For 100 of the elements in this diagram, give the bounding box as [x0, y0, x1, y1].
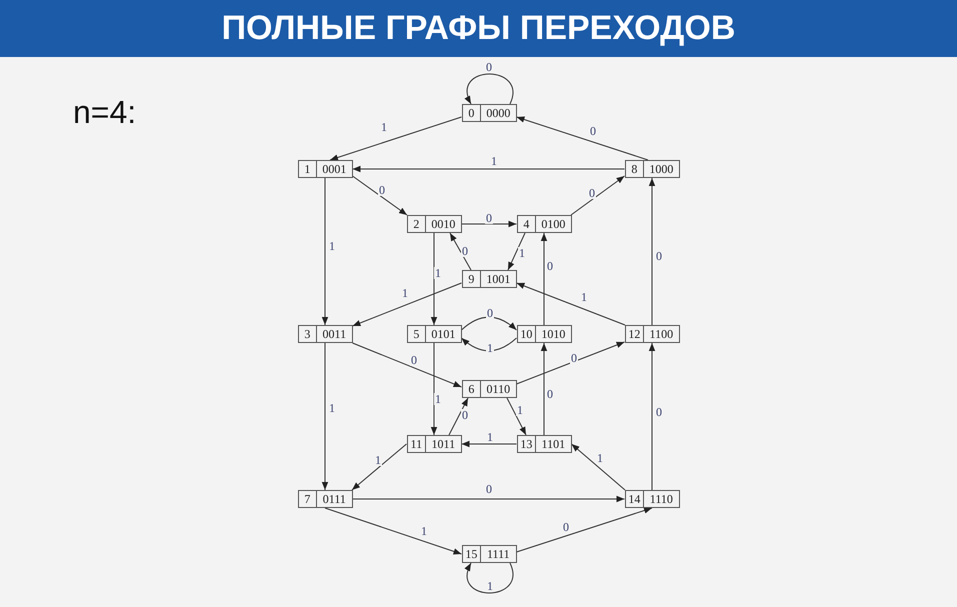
state-number: 9	[467, 271, 476, 287]
arrow	[352, 282, 462, 326]
state-box	[298, 490, 352, 508]
edge-label: 0	[485, 483, 493, 495]
edge-label: 1	[434, 267, 442, 279]
arrow	[461, 220, 517, 228]
edge-label: 0	[562, 521, 570, 533]
title-bar: ПОЛНЫЕ ГРАФЫ ПЕРЕХОДОВ	[0, 0, 957, 57]
state-box	[406, 435, 462, 453]
edge-label: 1	[434, 393, 442, 405]
edge-label: 0	[589, 125, 597, 137]
arrow	[330, 116, 462, 161]
arrow	[352, 166, 625, 172]
state-number: 15	[464, 546, 478, 562]
edge-label: 1	[486, 431, 494, 443]
edge-label: 1	[328, 240, 336, 252]
edge-label: 1	[420, 525, 428, 537]
state-code: 0101	[425, 326, 460, 342]
state-code: 1001	[480, 271, 516, 287]
arrow	[352, 176, 408, 216]
state-code: 1100	[643, 326, 678, 342]
arrow	[430, 342, 438, 436]
edge-label: 0	[486, 307, 494, 319]
state-box	[462, 545, 516, 563]
edge-label: 0	[461, 409, 469, 421]
edge-label: 0	[410, 354, 418, 366]
state-box	[516, 325, 572, 343]
edge-label: 0	[588, 187, 596, 199]
edge-label: 0	[655, 250, 663, 262]
state-number: 1	[303, 161, 312, 177]
state-code: 0001	[316, 161, 352, 177]
arrow	[322, 178, 328, 326]
edge-label: 1	[374, 454, 382, 466]
note-label: n=4:	[73, 94, 136, 131]
arrow	[648, 178, 656, 326]
state-code: 0010	[425, 216, 460, 232]
edge-label: 1	[518, 247, 526, 259]
arrow	[430, 232, 438, 326]
edge-label: 0	[378, 184, 386, 196]
arrow	[540, 342, 548, 436]
edge-label: 0	[485, 61, 493, 73]
state-box	[516, 215, 572, 233]
state-code: 1110	[643, 491, 678, 507]
state-number: 12	[627, 326, 642, 342]
edge-label: 1	[580, 291, 588, 303]
state-number: 6	[467, 381, 476, 397]
arrow	[540, 232, 548, 326]
state-number: 14	[627, 491, 642, 507]
edge-label: 0	[546, 260, 554, 272]
state-code: 0100	[535, 216, 570, 232]
arrow	[508, 232, 526, 270]
arrow	[516, 507, 652, 552]
arrow	[571, 444, 626, 490]
edge-label: 0	[485, 212, 493, 224]
state-number: 2	[412, 216, 420, 232]
state-code: 0110	[480, 381, 516, 397]
arrow	[352, 342, 462, 388]
edge-label: 1	[490, 155, 498, 167]
state-box	[462, 380, 516, 398]
state-number: 13	[519, 436, 534, 452]
state-box	[624, 160, 680, 178]
state-code: 1000	[643, 161, 678, 177]
arrow	[450, 232, 472, 270]
arrow	[570, 176, 625, 216]
loop-arrow	[465, 562, 514, 594]
edge-label: 1	[380, 121, 388, 133]
loop-arrow	[465, 74, 514, 104]
state-code: 1011	[425, 436, 460, 452]
arrow	[322, 342, 328, 490]
curved-arrow	[461, 338, 517, 352]
state-code: 1111	[480, 546, 516, 562]
arrow	[516, 116, 648, 160]
arrow	[352, 496, 625, 502]
state-box	[406, 215, 462, 233]
arrow	[352, 444, 407, 490]
edge-label: 1	[486, 580, 494, 592]
state-code: 0111	[316, 491, 352, 507]
state-number: 3	[303, 326, 312, 342]
state-number: 4	[522, 216, 530, 232]
edge-label: 1	[596, 452, 604, 464]
state-box	[462, 104, 516, 122]
arrow	[516, 342, 625, 384]
state-box	[298, 325, 352, 343]
state-box	[298, 160, 352, 178]
state-code: 1010	[535, 326, 570, 342]
edge-label: 1	[401, 287, 409, 299]
state-number: 5	[412, 326, 420, 342]
edge-label: 0	[546, 388, 554, 400]
edge-label: 0	[655, 406, 663, 418]
state-number: 0	[467, 105, 476, 121]
state-number: 7	[303, 491, 312, 507]
arrow	[648, 342, 656, 490]
state-box	[624, 490, 680, 508]
state-box	[406, 325, 462, 343]
state-code: 0011	[316, 326, 352, 342]
edge-label: 1	[486, 342, 494, 354]
state-number: 10	[519, 326, 534, 342]
arrow	[506, 398, 526, 436]
state-box	[516, 435, 572, 453]
edge-label: 0	[570, 352, 578, 364]
